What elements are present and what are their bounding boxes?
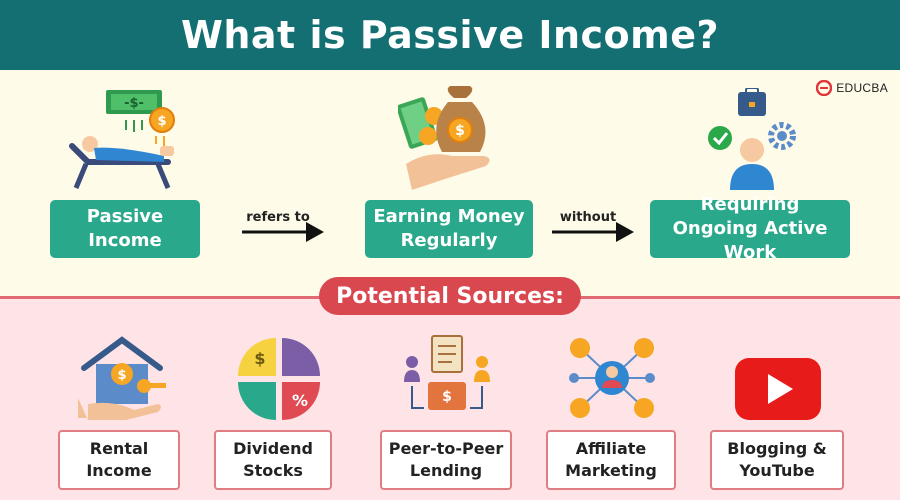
flow-step-label: Requiring Ongoing Active Work: [672, 194, 828, 263]
connector-label-refers-to: refers to: [246, 210, 310, 225]
source-label: Blogging & YouTube: [727, 439, 827, 480]
connector-label-without: without: [559, 210, 617, 225]
svg-text:-$-: -$-: [124, 96, 144, 111]
flow-step-label: Earning Money Regularly: [373, 206, 525, 251]
brand-name: EDUCBA: [836, 81, 888, 95]
house-key-icon: $: [78, 336, 166, 420]
page-title: What is Passive Income?: [180, 13, 720, 57]
source-label: Peer-to-Peer Lending: [388, 439, 504, 480]
lending-icon: $: [404, 335, 490, 410]
youtube-icon: [735, 358, 821, 420]
header-banner: What is Passive Income?: [0, 0, 900, 70]
source-label: Affiliate Marketing: [565, 439, 657, 480]
source-label: Dividend Stocks: [233, 439, 313, 480]
sources-title: Potential Sources:: [319, 277, 581, 315]
svg-text:$: $: [254, 349, 265, 368]
arrow-right-icon: [242, 222, 324, 242]
educba-logo-icon: [816, 80, 833, 96]
flow-step-earning-money: Earning Money Regularly: [365, 200, 533, 258]
source-dividend-stocks: Dividend Stocks: [214, 430, 332, 490]
brand-logo: EDUCBA: [816, 80, 888, 96]
network-icon: [569, 338, 655, 418]
money-bag-hand-icon: $: [398, 86, 490, 190]
svg-text:$: $: [157, 114, 166, 129]
svg-text:%: %: [292, 391, 308, 410]
source-rental-income: Rental Income: [58, 430, 180, 490]
source-affiliate-marketing: Affiliate Marketing: [546, 430, 676, 490]
pie-chart-icon: $ %: [238, 338, 320, 420]
source-label: Rental Income: [86, 439, 152, 480]
relaxing-person-icon: -$- $: [69, 90, 175, 189]
arrow-right-icon: [552, 222, 634, 242]
svg-text:$: $: [442, 389, 452, 405]
flow-step-passive-income: Passive Income: [50, 200, 200, 258]
flow-step-active-work: Requiring Ongoing Active Work: [650, 194, 850, 263]
svg-text:$: $: [455, 123, 465, 139]
svg-text:$: $: [117, 368, 126, 383]
source-p2p-lending: Peer-to-Peer Lending: [380, 430, 512, 490]
source-blogging-youtube: Blogging & YouTube: [710, 430, 844, 490]
worker-tasks-icon: [708, 88, 796, 190]
flow-step-label: Passive Income: [86, 206, 164, 251]
